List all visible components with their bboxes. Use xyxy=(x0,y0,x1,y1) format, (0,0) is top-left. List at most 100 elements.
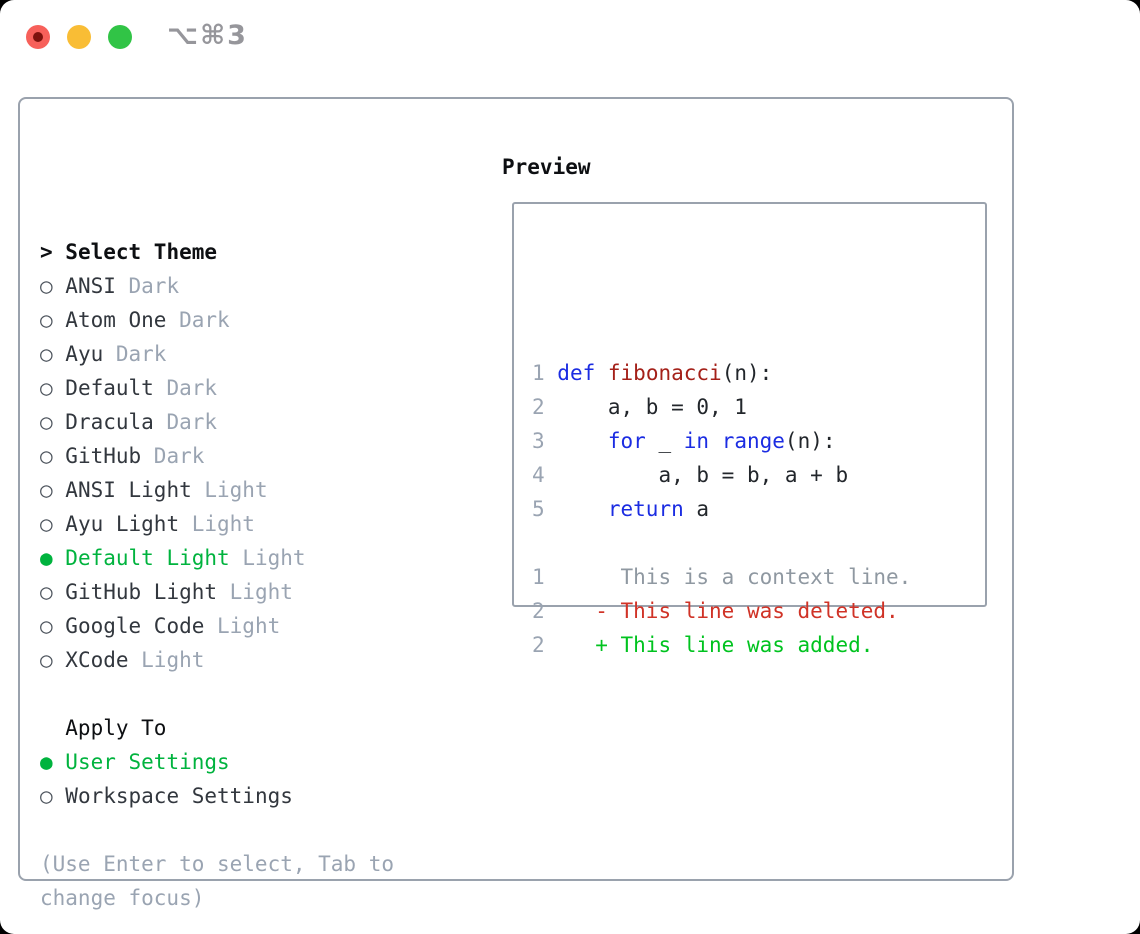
code-segment: This is a context line. xyxy=(557,565,912,589)
theme-option[interactable]: ○ GitHub Dark xyxy=(40,439,394,473)
radio-unselected-icon: ○ xyxy=(40,376,66,400)
theme-option-label: GitHub Light xyxy=(65,580,218,604)
radio-unselected-icon: ○ xyxy=(40,274,66,298)
radio-unselected-icon: ○ xyxy=(40,784,66,808)
theme-option[interactable]: ○ Dracula Dark xyxy=(40,405,394,439)
theme-list-header-label: Select Theme xyxy=(65,240,218,264)
theme-list-header: > Select Theme xyxy=(40,235,394,269)
preview-line: 1 This is a context line. xyxy=(532,560,911,594)
spacer-row xyxy=(40,813,394,847)
radio-unselected-icon: ○ xyxy=(40,342,66,366)
code-segment: (n): xyxy=(784,429,836,453)
apply-to-option[interactable]: ○ Workspace Settings xyxy=(40,779,394,813)
preview-line: 2 - This line was deleted. xyxy=(532,594,911,628)
line-number: 2 xyxy=(532,599,558,623)
radio-unselected-icon: ○ xyxy=(40,512,66,536)
theme-option-variant: Light xyxy=(179,512,255,536)
code-segment: _ xyxy=(645,429,684,453)
code-segment: (n): xyxy=(721,361,773,385)
code-segment: + This line was added. xyxy=(557,633,874,657)
line-number: 1 xyxy=(532,565,558,589)
theme-option-label: Dracula xyxy=(65,410,154,434)
preview-line: 2 + This line was added. xyxy=(532,628,911,662)
code-segment: a xyxy=(683,497,710,521)
radio-unselected-icon: ○ xyxy=(40,648,66,672)
apply-to-option[interactable]: ● User Settings xyxy=(40,745,394,779)
theme-list: > Select Theme○ ANSI Dark○ Atom One Dark… xyxy=(40,133,394,915)
theme-option-label: Ayu xyxy=(65,342,104,366)
theme-option[interactable]: ○ Atom One Dark xyxy=(40,303,394,337)
focus-caret-icon: > xyxy=(40,240,66,264)
preview-line: 1 def fibonacci(n): xyxy=(532,356,911,390)
zoom-button[interactable] xyxy=(108,25,132,49)
preview-line: 2 a, b = 0, 1 xyxy=(532,390,911,424)
preview-title: Preview xyxy=(502,155,591,179)
apply-to-option-label: Workspace Settings xyxy=(65,784,293,808)
theme-option-label: Ayu Light xyxy=(65,512,180,536)
minimize-button[interactable] xyxy=(67,25,91,49)
theme-option[interactable]: ○ Default Dark xyxy=(40,371,394,405)
theme-option-variant: Dark xyxy=(153,376,218,400)
theme-option-label: XCode xyxy=(65,648,129,672)
theme-option[interactable]: ○ Ayu Dark xyxy=(40,337,394,371)
theme-option-label: Default Light xyxy=(65,546,230,570)
code-segment xyxy=(557,497,608,521)
code-segment: range xyxy=(721,429,785,453)
radio-unselected-icon: ○ xyxy=(40,410,66,434)
radio-unselected-icon: ○ xyxy=(40,308,66,332)
code-segment xyxy=(709,429,722,453)
line-number: 4 xyxy=(532,463,558,487)
theme-option-label: Default xyxy=(65,376,154,400)
apply-to-option-label: User Settings xyxy=(65,750,230,774)
theme-option[interactable]: ○ ANSI Dark xyxy=(40,269,394,303)
preview-line: 5 return a xyxy=(532,492,911,526)
line-number: 1 xyxy=(532,361,558,385)
theme-option-variant: Light xyxy=(191,478,268,502)
hint-text-line: (Use Enter to select, Tab to xyxy=(40,852,395,876)
theme-option-label: ANSI Light xyxy=(65,478,192,502)
code-segment: - This line was deleted. xyxy=(557,599,899,623)
theme-option[interactable]: ○ Ayu Light Light xyxy=(40,507,394,541)
code-segment: a, b = 0, 1 xyxy=(557,395,747,419)
theme-option-label: Google Code xyxy=(65,614,205,638)
theme-option[interactable]: ○ GitHub Light Light xyxy=(40,575,394,609)
line-number xyxy=(532,531,557,555)
theme-option[interactable]: ○ ANSI Light Light xyxy=(40,473,394,507)
theme-option-variant: Light xyxy=(217,580,293,604)
radio-unselected-icon: ○ xyxy=(40,478,66,502)
theme-option-variant: Light xyxy=(128,648,205,672)
code-segment: fibonacci xyxy=(607,361,722,385)
theme-option-variant: Light xyxy=(204,614,281,638)
theme-option-variant: Dark xyxy=(153,410,218,434)
theme-option[interactable]: ○ Google Code Light xyxy=(40,609,394,643)
line-number: 5 xyxy=(532,497,558,521)
radio-selected-icon: ● xyxy=(40,750,66,774)
apply-to-header-label: Apply To xyxy=(40,716,167,740)
radio-unselected-icon: ○ xyxy=(40,614,66,638)
theme-option-variant: Light xyxy=(229,546,306,570)
theme-option[interactable]: ● Default Light Light xyxy=(40,541,394,575)
radio-unselected-icon: ○ xyxy=(40,580,66,604)
code-segment xyxy=(557,429,608,453)
theme-option[interactable]: ○ XCode Light xyxy=(40,643,394,677)
theme-option-variant: Dark xyxy=(103,342,167,366)
code-segment: for xyxy=(607,429,646,453)
code-segment: in xyxy=(683,429,710,453)
theme-option-label: GitHub xyxy=(65,444,142,468)
code-segment xyxy=(595,361,608,385)
code-segment: def xyxy=(557,361,596,385)
preview-line: 4 a, b = b, a + b xyxy=(532,458,911,492)
traffic-lights xyxy=(26,25,132,49)
window-title: ⌥⌘3 xyxy=(167,20,248,51)
theme-option-label: Atom One xyxy=(65,308,167,332)
line-number: 2 xyxy=(532,633,558,657)
theme-option-variant: Dark xyxy=(141,444,205,468)
theme-picker-panel: > Select Theme○ ANSI Dark○ Atom One Dark… xyxy=(18,97,1014,910)
hint-text: (Use Enter to select, Tab to xyxy=(40,847,394,881)
line-number: 2 xyxy=(532,395,558,419)
code-segment: return xyxy=(607,497,684,521)
hint-text: change focus) xyxy=(40,881,394,915)
close-button[interactable] xyxy=(26,25,50,49)
